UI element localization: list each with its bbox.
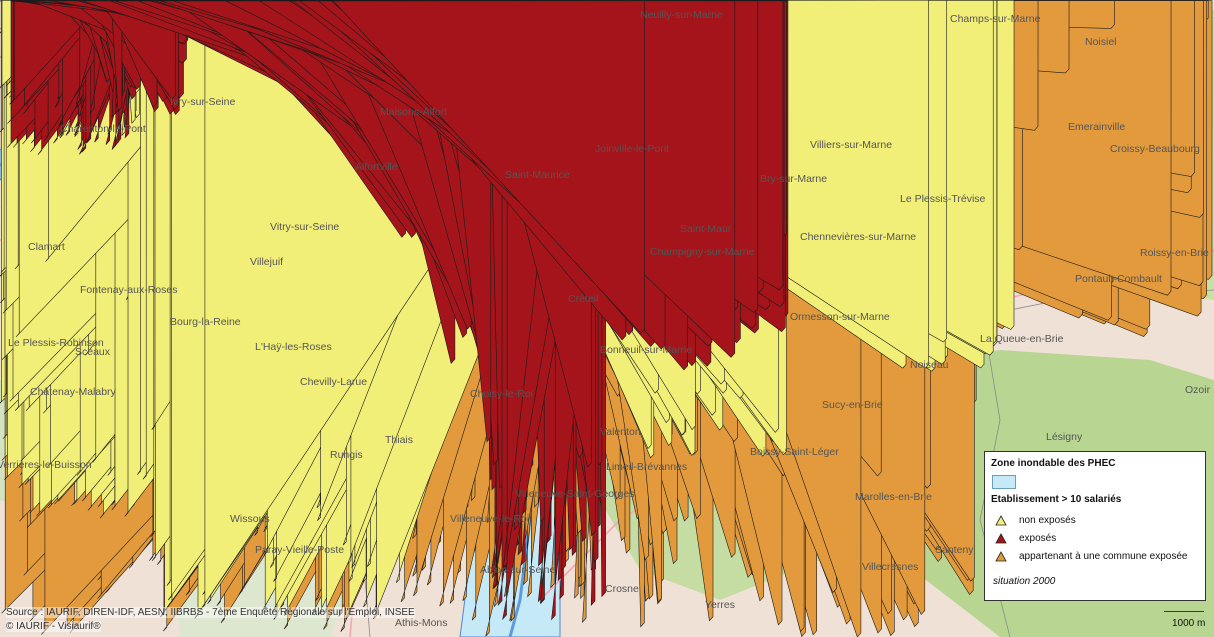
place-label: Vitry-sur-Seine bbox=[270, 221, 339, 233]
place-labels: Neuilly-sur-Marne Champs-sur-MarneNoisiel… bbox=[0, 9, 1211, 629]
place-label: Clamart bbox=[28, 241, 65, 253]
legend-item-label: exposés bbox=[1019, 533, 1057, 544]
place-label: Villejuif bbox=[250, 256, 283, 268]
establishments-exposed bbox=[6, 0, 789, 621]
map-legend: Zone inondable des PHEC Etablissement > … bbox=[984, 451, 1206, 601]
flood-zone-swatch bbox=[992, 475, 1016, 489]
legend-note: situation 2000 bbox=[993, 576, 1056, 587]
place-label: Santeny bbox=[935, 544, 974, 556]
legend-subtitle: Etablissement > 10 salariés bbox=[991, 494, 1122, 505]
place-label: Saint-Maur bbox=[680, 223, 732, 235]
source-credit: Source : IAURIF, DIREN-IDF, AESN, IIBRBS… bbox=[6, 607, 415, 618]
place-label: Châtenay-Malabry bbox=[30, 386, 117, 398]
place-label: Valenton bbox=[600, 426, 641, 438]
yellow-triangle-icon bbox=[995, 515, 1007, 526]
place-label: Champigny-sur-Marne bbox=[650, 246, 755, 258]
place-label: Roissy-en-Brie bbox=[1140, 247, 1209, 259]
place-label: Charenton-le-Pont bbox=[60, 123, 146, 135]
place-label: Villecresnes bbox=[862, 561, 918, 573]
establishment-marker bbox=[332, 0, 645, 334]
place-label: Noiseau bbox=[910, 359, 949, 371]
place-label: Thiais bbox=[385, 434, 413, 446]
place-label: Bry-sur-Marne bbox=[760, 173, 827, 185]
place-label: Limeil-Brévannes bbox=[606, 461, 687, 473]
scale-label: 1000 m bbox=[1172, 618, 1206, 629]
place-label: Choisy-le-Roi bbox=[470, 388, 533, 400]
place-label: Chevilly-Larue bbox=[300, 376, 367, 388]
place-label: Marolles-en-Brie bbox=[855, 491, 932, 503]
place-label: Croissy-Beaubourg bbox=[1110, 143, 1200, 155]
place-label: Fontenay-aux-Roses bbox=[80, 284, 177, 296]
place-label: Noisiel bbox=[1085, 36, 1117, 48]
orange-triangle-icon bbox=[995, 551, 1007, 562]
place-label: Sceaux bbox=[75, 346, 111, 358]
place-label: Paray-Vieille-Poste bbox=[255, 544, 344, 556]
legend-item-label: non exposés bbox=[1019, 515, 1076, 526]
legend-item-label: appartenant à une commune exposée bbox=[1019, 551, 1188, 562]
copyright-credit: © IAURIF - Visiaurif® bbox=[6, 621, 101, 632]
place-label: Neuilly-sur-Marne bbox=[640, 9, 723, 21]
place-label: Verrières-le-Buisson bbox=[0, 459, 92, 471]
legend-zone-title: Zone inondable des PHEC bbox=[991, 458, 1116, 469]
place-label: Ozoir bbox=[1185, 384, 1211, 396]
place-label: Pontault-Combault bbox=[1075, 273, 1162, 285]
place-label: Le Plessis-Trévise bbox=[900, 193, 986, 205]
place-label: Rungis bbox=[330, 449, 363, 461]
place-label: Alfortville bbox=[355, 161, 398, 173]
place-label: L'Haÿ-les-Roses bbox=[255, 341, 332, 353]
place-label: Bourg-la-Reine bbox=[170, 316, 241, 328]
place-label: Lésigny bbox=[1046, 431, 1083, 443]
place-label: Yerres bbox=[705, 599, 735, 611]
place-label: Le Plessis-Robinson bbox=[8, 337, 104, 349]
place-label: Ivry-sur-Seine bbox=[170, 96, 236, 108]
place-label: Joinville-le-Pont bbox=[595, 143, 669, 155]
place-label: Maisons-Alfort bbox=[380, 106, 447, 118]
place-label: Sucy-en-Brie bbox=[822, 399, 883, 411]
place-label: Ablon-sur-Seine bbox=[480, 564, 555, 576]
scale-bar bbox=[1164, 611, 1204, 615]
red-triangle-icon bbox=[995, 533, 1007, 544]
place-label: Villiers-sur-Marne bbox=[810, 139, 892, 151]
place-label: Ormesson-sur-Marne bbox=[790, 311, 890, 323]
place-label: Chennevières-sur-Marne bbox=[800, 231, 916, 243]
place-label: Emerainville bbox=[1068, 121, 1125, 133]
place-label: Villeneuve-le-Roi bbox=[450, 513, 529, 525]
place-label: Bonneuil-sur-Marne bbox=[600, 344, 692, 356]
place-label: Wissous bbox=[230, 513, 270, 525]
place-label: Saint-Maurice bbox=[505, 169, 570, 181]
place-label: Villeneuve-Saint-Georges bbox=[515, 488, 634, 500]
place-label: Crosne bbox=[605, 583, 639, 595]
place-label: Créteil bbox=[568, 293, 598, 305]
place-label: Champs-sur-Marne bbox=[950, 13, 1041, 25]
place-label: Athis-Mons bbox=[395, 617, 448, 629]
place-label: Boissy-Saint-Léger bbox=[750, 446, 839, 458]
place-label: La Queue-en-Brie bbox=[980, 333, 1064, 345]
